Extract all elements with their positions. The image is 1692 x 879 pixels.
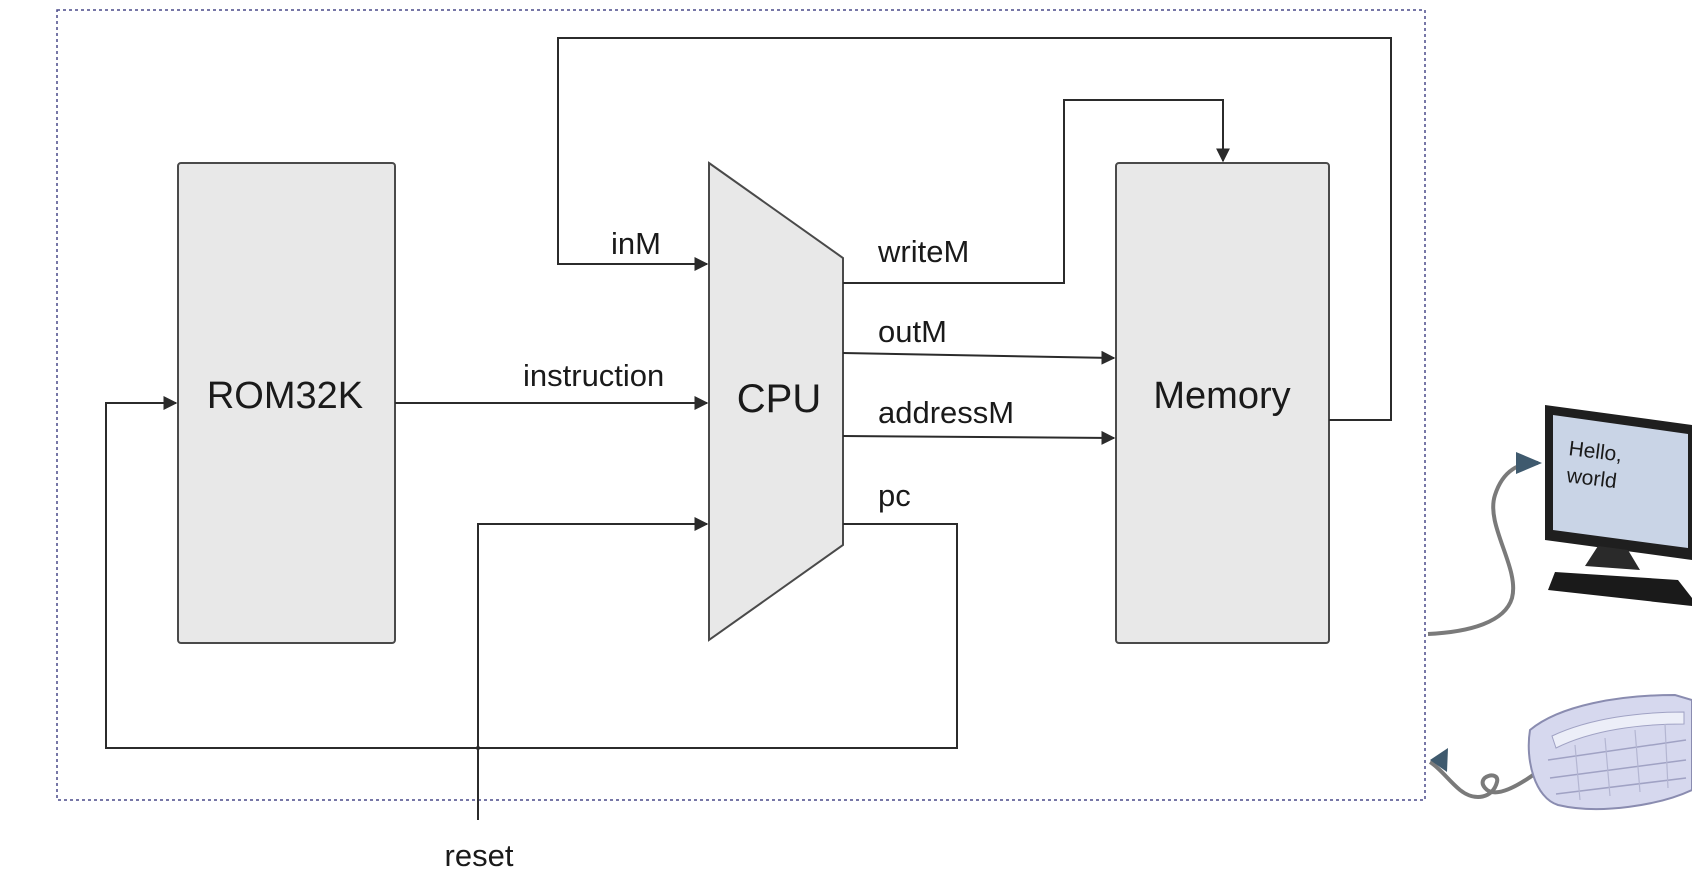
cpu-label: CPU [737,377,821,421]
writem-wire [843,99,1230,284]
monitor-icon: Hello, world [1545,405,1692,606]
instruction-label: instruction [523,358,664,393]
memory-label: Memory [1153,375,1290,417]
screen-cable [1427,460,1539,636]
computer-boundary [56,9,1426,801]
reset-wire [477,517,709,820]
rom32k-label: ROM32K [207,375,363,417]
addressm-wire [842,430,1116,445]
outm-wire [842,350,1116,365]
reset-label: reset [445,838,514,873]
keyboard-icon [1527,693,1692,810]
addressm-label: addressM [878,395,1014,430]
screen-arrow [1516,452,1542,474]
keyboard-arrow [1430,748,1448,772]
cpu-block [708,161,844,642]
inm-wire [557,37,1392,421]
reset-crossing [476,746,480,750]
memory-block [1115,162,1330,644]
pc-label: pc [878,478,911,513]
pc-wire [105,396,958,749]
inm-label: inM [611,226,661,261]
keyboard-cable [1428,760,1542,799]
writem-label: writeM [877,234,969,269]
outm-label: outM [878,314,947,349]
